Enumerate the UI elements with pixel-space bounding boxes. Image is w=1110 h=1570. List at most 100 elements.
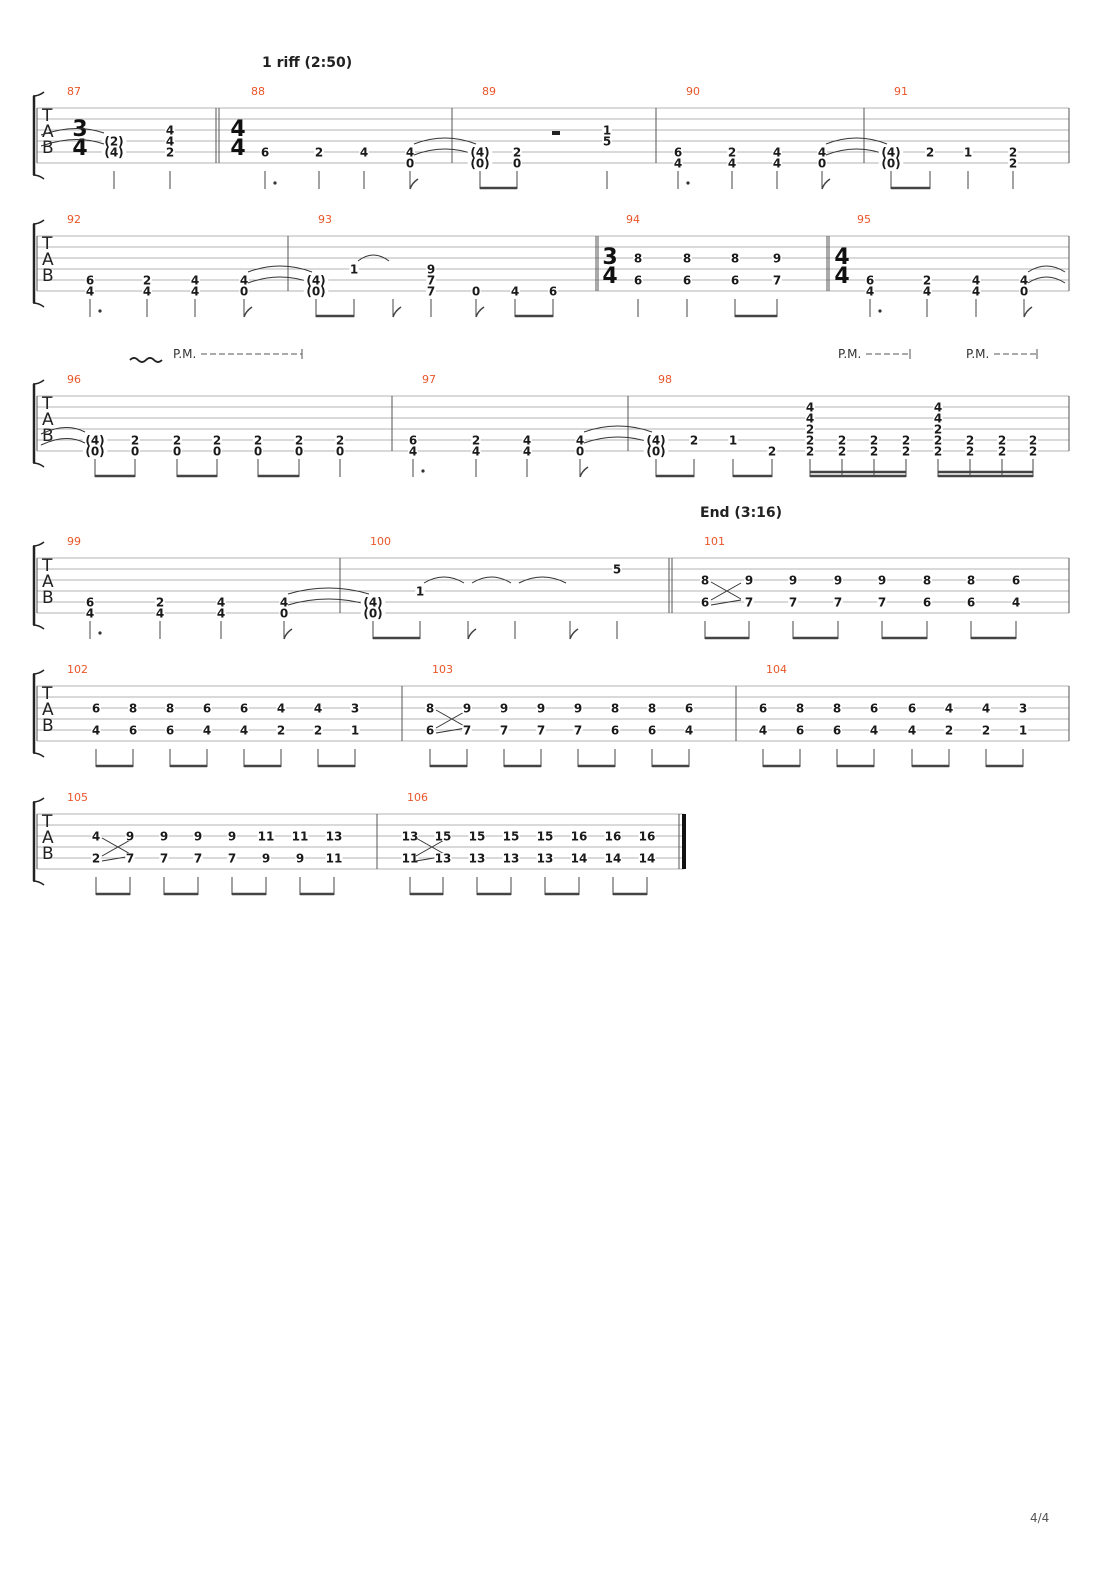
note: 22 [869, 434, 879, 477]
fret-number: 2 [923, 274, 931, 288]
note: 64 [758, 702, 768, 767]
fret-mask [467, 147, 493, 157]
fret-number: 2 [295, 434, 303, 448]
note: 44 [971, 274, 981, 317]
note: 40 [405, 137, 477, 190]
tie-arc [357, 254, 390, 262]
rhythm-dot [686, 181, 690, 185]
fret-number: 0 [513, 157, 521, 171]
fret-number: 13 [402, 830, 419, 844]
tab-clef-letter: B [42, 426, 54, 446]
fret-number: 1 [350, 263, 358, 277]
fret-number: 4 [191, 274, 199, 288]
fret-mask [767, 446, 777, 456]
tie-arc [413, 137, 477, 145]
note: 64 [673, 146, 690, 189]
palm-mute-label: P.M. [173, 347, 196, 361]
fret-mask [125, 831, 135, 841]
note [392, 299, 402, 318]
fret-mask [610, 725, 620, 735]
fret-mask [216, 608, 226, 618]
fret-mask [130, 446, 140, 456]
tab-system: TAB1026486866464424231103869797979786866… [32, 663, 1070, 768]
barline-final-thick [682, 814, 686, 869]
fret-number: 6 [759, 702, 767, 716]
fret-number: 13 [503, 852, 520, 866]
tie-arc [1027, 276, 1066, 284]
fret-mask [85, 286, 95, 296]
fret-number: 8 [923, 574, 931, 588]
fret-mask [405, 158, 415, 168]
fret-number: 4 [773, 146, 781, 160]
fret-mask [325, 853, 343, 863]
measure-number: 93 [318, 213, 332, 226]
fret-number: 6 [833, 724, 841, 738]
fret-mask [682, 275, 692, 285]
fret-mask [573, 703, 583, 713]
fret-number: 2 [806, 434, 814, 448]
fret-mask [805, 424, 815, 434]
fret-number: 5 [603, 135, 611, 149]
note-flag [1023, 306, 1033, 318]
fret-number: 6 [611, 724, 619, 738]
fret-number: 15 [469, 830, 486, 844]
fret-mask [462, 703, 472, 713]
fret-mask [522, 435, 532, 445]
fret-mask [155, 597, 165, 607]
note: 97 [772, 252, 782, 317]
time-signature-bottom: 4 [72, 136, 87, 161]
rhythm-dot [421, 469, 425, 473]
fret-number: 4 [908, 724, 916, 738]
fret-mask [471, 435, 481, 445]
fret-number: 2 [902, 445, 910, 459]
note: 2 [314, 146, 324, 189]
fret-number: 8 [796, 702, 804, 716]
fret-mask [159, 831, 169, 841]
note: 1 [963, 146, 973, 189]
fret-number: 0 [240, 285, 248, 299]
measure-number: 101 [704, 535, 725, 548]
fret-number: 8 [426, 702, 434, 716]
tie-arc [40, 438, 86, 446]
tab-clef-letter: A [42, 572, 54, 592]
fret-number: 2 [156, 596, 164, 610]
fret-number: 0 [213, 445, 221, 459]
fret-mask [901, 446, 911, 456]
fret-number: 13 [537, 852, 554, 866]
note: 31 [350, 702, 360, 767]
note: (4)(0) [360, 596, 386, 639]
note: 31 [1018, 702, 1028, 767]
fret-mask [91, 853, 101, 863]
fret-mask [165, 125, 175, 135]
fret-number: 6 [240, 702, 248, 716]
fret-mask [832, 725, 842, 735]
fret-mask [193, 831, 203, 841]
fret-number: 0 [173, 445, 181, 459]
fret-mask [1008, 147, 1018, 157]
note: 0 [471, 285, 485, 318]
fret-number: 0 [406, 157, 414, 171]
note: 42 [944, 702, 954, 767]
fret-number: 0 [131, 445, 139, 459]
fret-mask [172, 446, 182, 456]
fret-number: 6 [203, 702, 211, 716]
fret-mask [758, 725, 768, 735]
tab-clef-letter: A [42, 250, 54, 270]
fret-number: 1 [729, 434, 737, 448]
tie-arc [423, 576, 465, 584]
fret-mask [426, 286, 436, 296]
bracket-bottom-curl [32, 880, 45, 886]
note: 86 [425, 702, 467, 767]
fret-mask [408, 435, 418, 445]
fret-number: 8 [166, 702, 174, 716]
note-flag [283, 628, 293, 640]
time-signature-top: 3 [602, 245, 617, 270]
fret-mask [1011, 597, 1021, 607]
fret-mask [522, 446, 532, 456]
